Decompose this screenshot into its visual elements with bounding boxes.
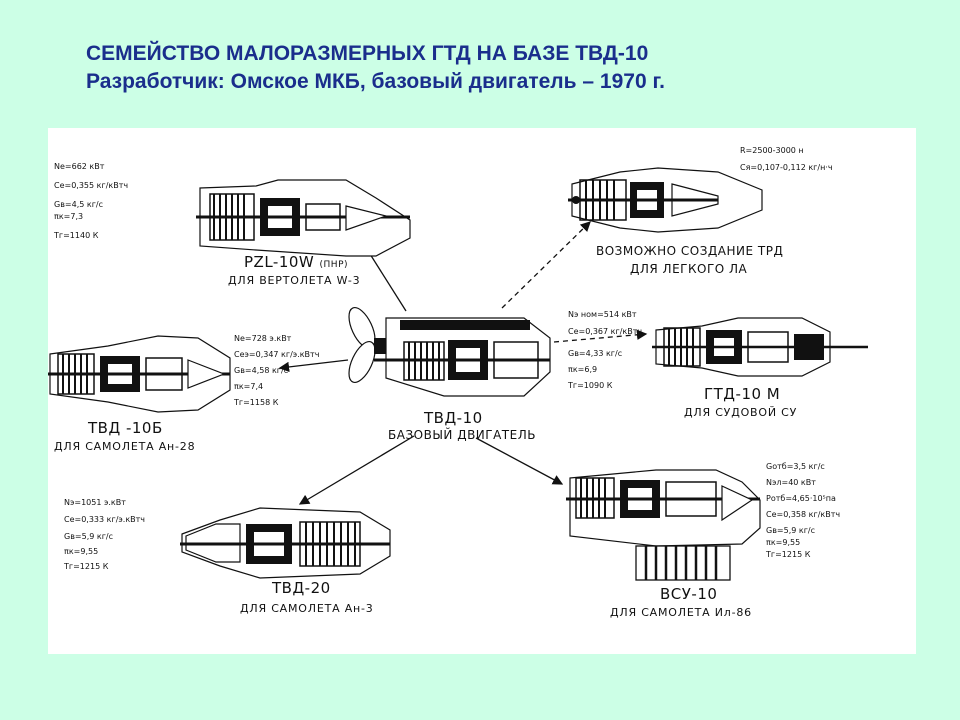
pzl-param-airflow: Gв=4,5 кг/с xyxy=(54,200,104,209)
tvd20-param-airflow: Gв=5,9 кг/с xyxy=(64,532,114,541)
arrow-to-trd xyxy=(501,221,591,309)
gtd10m-params: Nэ ном=514 кВт Cе=0,367 кг/кВтч Gв=4,33 … xyxy=(568,310,642,391)
gtd10m-param-airflow: Gв=4,33 кг/с xyxy=(568,349,623,358)
trd-param-thrust: R=2500-3000 н xyxy=(740,146,804,155)
tvd20-params: Nэ=1051 э.кВт Cе=0,333 кг/э.кВтч Gв=5,9 … xyxy=(64,498,145,572)
tvd20-title: ТВД-20 xyxy=(272,579,331,597)
gtd10m-title: ГТД-10 М xyxy=(704,385,781,403)
tvd10b-param-pressure-ratio: πк=7,4 xyxy=(234,382,264,391)
vsu10-engine-drawing xyxy=(566,469,761,581)
pzl-name-note: (ПНР) xyxy=(319,260,349,270)
tvd10b-title: ТВД -10Б xyxy=(88,419,163,437)
tvd10b-param-airflow: Gв=4,58 кг/с xyxy=(234,366,289,375)
vsu10-param-airflow: Gв=5,9 кг/с xyxy=(766,526,816,535)
vsu10-title: ВСУ-10 xyxy=(660,585,718,603)
trd-title: ВОЗМОЖНО СОЗДАНИЕ ТРД xyxy=(596,244,784,258)
slide-title: СЕМЕЙСТВО МАЛОРАЗМЕРНЫХ ГТД НА БАЗЕ ТВД-… xyxy=(86,40,926,96)
base-title: ТВД-10 xyxy=(424,409,483,427)
gtd10m-param-sfc: Cе=0,367 кг/кВтч xyxy=(568,327,643,336)
vsu10-param-gas-temp: Tг=1215 К xyxy=(766,550,811,559)
tvd10b-param-sfc: Cеэ=0,347 кг/э.кВтч xyxy=(234,350,320,359)
base-engine-drawing xyxy=(348,307,551,397)
tvd20-engine-drawing xyxy=(180,507,391,579)
pzl-engine-drawing xyxy=(196,179,411,257)
base-purpose: БАЗОВЫЙ ДВИГАТЕЛЬ xyxy=(388,428,536,442)
gtd10m-engine-drawing xyxy=(652,317,868,377)
pzl-purpose: ДЛЯ ВЕРТОЛЕТА W-3 xyxy=(228,274,361,287)
arrow-to-tvd20 xyxy=(298,435,415,505)
tvd20-param-pressure-ratio: πк=9,55 xyxy=(64,547,99,556)
tvd10b-param-power: Nе=728 э.кВт xyxy=(234,334,292,343)
vsu10-param-bleed-flow: Gотб=3,5 кг/с xyxy=(766,462,825,471)
gtd10m-param-power: Nэ ном=514 кВт xyxy=(568,310,637,319)
tvd10b-params: Nе=728 э.кВт Cеэ=0,347 кг/э.кВтч Gв=4,58… xyxy=(234,334,319,408)
arrow-to-gtd10m xyxy=(553,329,648,343)
pzl-params: Nе=662 кВт Cе=0,355 кг/кВтч Gв=4,5 кг/с … xyxy=(54,162,128,241)
tvd20-param-sfc: Cе=0,333 кг/э.кВтч xyxy=(64,515,146,524)
gtd10m-param-gas-temp: Tг=1090 К xyxy=(568,381,613,390)
tvd10b-param-gas-temp: Tг=1158 К xyxy=(234,398,279,407)
pzl-name: PZL-10W xyxy=(244,253,315,271)
arrow-to-vsu10 xyxy=(475,437,564,485)
arrow-to-tvd10b xyxy=(278,359,349,373)
tvd10b-purpose: ДЛЯ САМОЛЕТА Ан-28 xyxy=(54,440,196,453)
trd-engine-drawing xyxy=(568,167,763,233)
pzl-param-pressure-ratio: πк=7,3 xyxy=(54,212,84,221)
tvd20-purpose: ДЛЯ САМОЛЕТА Ан-3 xyxy=(240,602,374,615)
pzl-title: PZL-10W (ПНР) xyxy=(244,254,348,274)
tvd20-param-power: Nэ=1051 э.кВт xyxy=(64,498,126,507)
gtd10m-purpose: ДЛЯ СУДОВОЙ СУ xyxy=(684,406,798,419)
vsu10-param-pressure-ratio: πк=9,55 xyxy=(766,538,801,547)
vsu10-params: Gотб=3,5 кг/с Nэл=40 кВт Pотб=4,65·10⁵па… xyxy=(766,462,840,560)
tvd10b-engine-drawing xyxy=(48,335,231,413)
vsu10-param-electric-power: Nэл=40 кВт xyxy=(766,478,816,487)
vsu10-param-sfc: Cе=0,358 кг/кВтч xyxy=(766,510,841,519)
trd-param-sfc: Cя=0,107-0,112 кг/н·ч xyxy=(740,163,833,172)
trd-purpose: ДЛЯ ЛЕГКОГО ЛА xyxy=(630,262,748,276)
vsu10-param-bleed-pressure: Pотб=4,65·10⁵па xyxy=(766,494,836,503)
pzl-param-gas-temp: Tг=1140 К xyxy=(54,231,99,240)
engine-family-diagram: Nе=662 кВт Cе=0,355 кг/кВтч Gв=4,5 кг/с … xyxy=(48,128,916,654)
slide-title-line-2: Разработчик: Омское МКБ, базовый двигате… xyxy=(86,70,665,93)
slide-title-line-1: СЕМЕЙСТВО МАЛОРАЗМЕРНЫХ ГТД НА БАЗЕ ТВД-… xyxy=(86,42,649,65)
gtd10m-param-pressure-ratio: πк=6,9 xyxy=(568,365,598,374)
pzl-param-power: Nе=662 кВт xyxy=(54,162,105,171)
pzl-param-sfc: Cе=0,355 кг/кВтч xyxy=(54,181,129,190)
vsu10-purpose: ДЛЯ САМОЛЕТА Ил-86 xyxy=(610,606,752,619)
trd-params: R=2500-3000 н Cя=0,107-0,112 кг/н·ч xyxy=(740,146,833,173)
tvd20-param-gas-temp: Tг=1215 К xyxy=(64,562,109,571)
